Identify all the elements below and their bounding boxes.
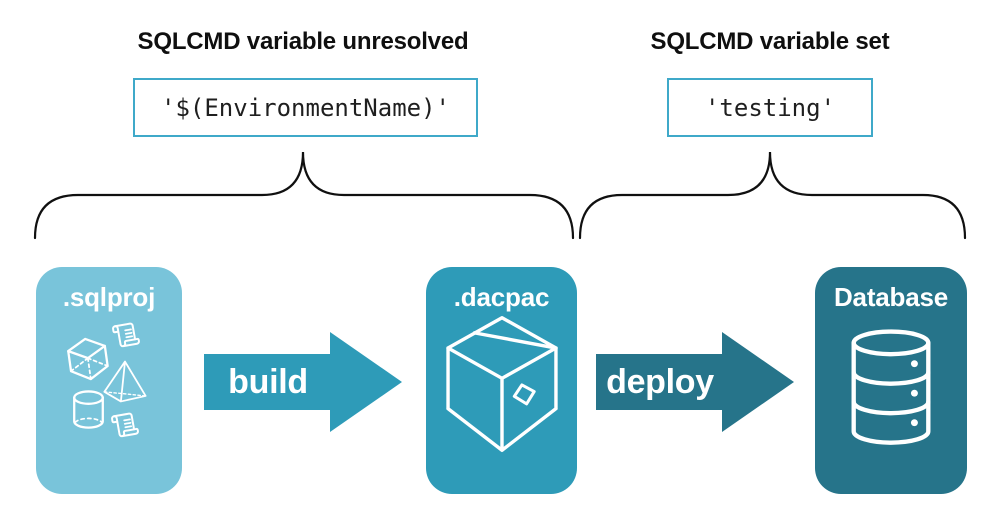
node-sqlproj-label: .sqlproj — [62, 282, 156, 312]
code-set-value: 'testing' — [704, 93, 836, 122]
cube-icon — [67, 337, 109, 381]
curly-brace-left — [33, 151, 575, 240]
heading-unresolved: SQLCMD variable unresolved — [137, 28, 469, 55]
code-box-unresolved: '$(EnvironmentName)' — [133, 78, 478, 137]
build-arrow: build — [204, 330, 404, 434]
node-database: Database — [815, 267, 967, 494]
deploy-arrow-shape — [596, 332, 794, 432]
build-arrow-shape — [204, 332, 402, 432]
curly-brace-right — [578, 151, 967, 240]
node-database-label: Database — [833, 282, 949, 312]
heading-set: SQLCMD variable set — [650, 28, 890, 55]
node-dacpac-label: .dacpac — [453, 282, 550, 312]
scroll-icon — [111, 412, 139, 438]
deploy-arrow-label: deploy — [606, 362, 714, 401]
db-dot — [910, 419, 918, 427]
db-dot — [910, 360, 918, 368]
db-dot — [910, 389, 918, 397]
pyramid-icon — [103, 360, 147, 403]
code-box-set: 'testing' — [667, 78, 873, 137]
deploy-arrow: deploy — [596, 330, 796, 434]
package-icon — [446, 316, 558, 452]
cylinder-icon — [73, 390, 104, 429]
code-unresolved-value: '$(EnvironmentName)' — [161, 93, 450, 122]
node-dacpac: .dacpac — [426, 267, 577, 494]
scroll-icon — [112, 322, 140, 348]
build-arrow-label: build — [228, 362, 308, 401]
database-icon — [851, 329, 931, 445]
node-sqlproj: .sqlproj — [36, 267, 182, 494]
